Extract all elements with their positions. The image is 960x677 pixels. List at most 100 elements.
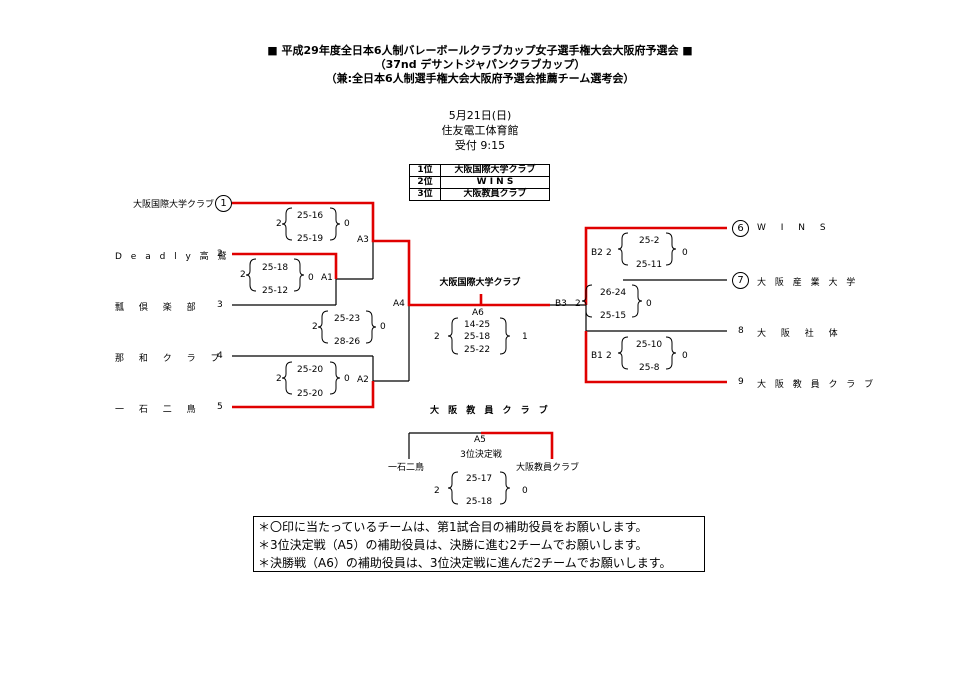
match-score-right: 0 bbox=[308, 273, 314, 283]
set-score: 26-24 bbox=[600, 288, 627, 298]
match-score-left: 2 bbox=[575, 299, 581, 309]
score-bracket bbox=[499, 317, 511, 355]
score-bracket bbox=[617, 336, 629, 370]
winner-path bbox=[232, 252, 338, 279]
score-bracket bbox=[281, 361, 293, 395]
score-bracket bbox=[245, 258, 257, 292]
match-score-left: 2 bbox=[606, 351, 612, 361]
score-bracket bbox=[293, 258, 305, 292]
score-bracket bbox=[281, 207, 293, 241]
set-score: 25-18 bbox=[466, 497, 493, 507]
score-bracket bbox=[329, 207, 341, 241]
winner-path bbox=[584, 226, 727, 254]
match-score-right: 1 bbox=[522, 332, 528, 342]
team-number: 5 bbox=[217, 402, 223, 412]
set-score: 25-15 bbox=[600, 311, 627, 321]
note-line: ＊決勝戦（A6）の補助役員は、3位決定戦に進んだ2チームでお願いします。 bbox=[258, 556, 672, 570]
match-label: A2 bbox=[357, 375, 369, 385]
match-label: A4 bbox=[393, 299, 405, 309]
event-date: 5月21日(日) bbox=[448, 109, 512, 122]
note-line: ＊3位決定戦（A5）の補助役員は、決勝に進む2チームでお願いします。 bbox=[258, 538, 648, 552]
notes-box: ＊〇印に当たっているチームは、第1試合目の補助役員をお願いします。 ＊3位決定戦… bbox=[253, 516, 705, 572]
team-number: 3 bbox=[217, 300, 223, 310]
match-score-right: 0 bbox=[380, 322, 386, 332]
match-label: A6 bbox=[472, 308, 484, 318]
results-row: 1位大阪国際大学クラブ bbox=[409, 164, 550, 177]
match-score-right: 0 bbox=[344, 374, 350, 384]
team-number: 2 bbox=[217, 249, 223, 259]
event-venue: 住友電工体育館 bbox=[441, 124, 519, 137]
team-name-right: W I N S bbox=[757, 223, 832, 233]
team-number: 9 bbox=[738, 377, 744, 387]
winner-path bbox=[584, 331, 727, 384]
team-number: 8 bbox=[738, 326, 744, 336]
match-score-left: 2 bbox=[312, 322, 318, 332]
set-score: 25-8 bbox=[639, 363, 660, 373]
match-score-left: 2 bbox=[434, 486, 440, 496]
score-bracket bbox=[447, 471, 459, 505]
bracket-lines-winner bbox=[232, 201, 727, 459]
page-subtitle-2: （兼:全日本6人制選手権大会大阪府予選会推薦チーム選考会） bbox=[325, 72, 635, 85]
score-bracket bbox=[665, 232, 677, 266]
score-bracket bbox=[499, 471, 511, 505]
score-bracket bbox=[317, 310, 329, 344]
match-score-left: 2 bbox=[240, 270, 246, 280]
set-score: 25-22 bbox=[464, 345, 491, 355]
match-label: A3 bbox=[357, 235, 369, 245]
set-score: 25-2 bbox=[639, 236, 660, 246]
result-team: 大阪教員クラブ bbox=[440, 188, 550, 201]
set-score: 25-16 bbox=[297, 211, 324, 221]
page-title: ■ 平成29年度全日本6人制バレーボールクラブカップ女子選手権大会大阪府予選会 … bbox=[267, 44, 693, 57]
set-score: 25-18 bbox=[262, 263, 289, 273]
match-title: 3位決定戦 bbox=[460, 450, 502, 460]
set-score: 14-25 bbox=[464, 320, 491, 330]
score-bracket bbox=[581, 284, 593, 318]
match-score-right: 0 bbox=[682, 351, 688, 361]
match-score-left: 2 bbox=[276, 219, 282, 229]
score-bracket bbox=[447, 317, 459, 355]
team-name-left: 一 石 二 鳥 bbox=[115, 405, 202, 415]
match-label: A1 bbox=[321, 273, 333, 283]
team-number-circled: 7 bbox=[732, 272, 749, 289]
match-score-right: 0 bbox=[344, 219, 350, 229]
set-score: 25-20 bbox=[297, 389, 324, 399]
set-score: 25-17 bbox=[466, 474, 493, 484]
final-winner: 大阪国際大学クラブ bbox=[439, 278, 521, 288]
match-score-left: 2 bbox=[606, 248, 612, 258]
team-name-right: 大 阪 社 体 bbox=[757, 329, 844, 339]
set-score: 25-11 bbox=[636, 260, 663, 270]
match-label: B2 bbox=[591, 248, 603, 258]
winner-path bbox=[481, 431, 554, 459]
match-score-left: 2 bbox=[434, 332, 440, 342]
score-bracket bbox=[665, 336, 677, 370]
team-right: 大阪教員クラブ bbox=[516, 463, 580, 473]
score-brackets bbox=[245, 207, 677, 505]
note-line: ＊〇印に当たっているチームは、第1試合目の補助役員をお願いします。 bbox=[258, 520, 648, 534]
team-name-left: D e a d l y 高 鷲 bbox=[115, 252, 230, 262]
match-label: B3 bbox=[555, 299, 567, 309]
set-score: 28-26 bbox=[334, 337, 361, 347]
winner-path bbox=[232, 381, 375, 409]
set-score: 25-20 bbox=[297, 365, 324, 375]
event-reception: 受付 9:15 bbox=[454, 139, 506, 152]
winner-path bbox=[232, 201, 481, 307]
team-name-left: 瓢 倶 楽 部 bbox=[115, 303, 202, 313]
set-score: 25-10 bbox=[636, 340, 663, 350]
set-score: 25-19 bbox=[297, 234, 324, 244]
match-score-right: 0 bbox=[522, 486, 528, 496]
match-score-right: 0 bbox=[682, 248, 688, 258]
team-number-circled: 1 bbox=[215, 195, 232, 212]
third-place-winner: 大 阪 教 員 ク ラ ブ bbox=[430, 406, 551, 416]
team-name-left: 那 和 ク ラ ブ bbox=[115, 354, 226, 364]
set-score: 25-23 bbox=[334, 314, 361, 324]
match-label: B1 bbox=[591, 351, 603, 361]
team-number-circled: 6 bbox=[732, 220, 749, 237]
team-number: 4 bbox=[217, 351, 223, 361]
team-name-right: 大 阪 産 業 大 学 bbox=[757, 278, 859, 288]
set-score: 25-12 bbox=[262, 286, 289, 296]
team-name-right: 大 阪 教 員 ク ラ ブ bbox=[757, 380, 877, 390]
score-bracket bbox=[329, 361, 341, 395]
results-row: 3位大阪教員クラブ bbox=[409, 188, 550, 201]
